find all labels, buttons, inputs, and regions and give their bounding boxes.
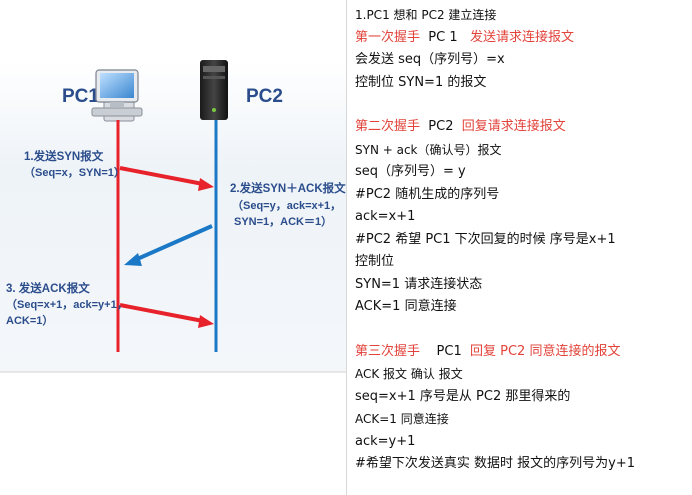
step1-title: 1.发送SYN报文 (24, 149, 104, 163)
second-line-0: SYN + ack（确认号）报文 (355, 142, 502, 157)
intro-line: 1.PC1 想和 PC2 建立连接 (355, 8, 497, 22)
step2-detail-2: SYN=1，ACK＝1） (234, 215, 332, 228)
third-heading-a: 第三次握手 (355, 343, 421, 359)
second-heading-b: PC2 (428, 119, 454, 134)
diagram-background (0, 60, 346, 372)
column-divider (346, 0, 347, 495)
second-line-6: SYN=1 请求连接状态 (355, 276, 483, 292)
step3-title: 3. 发送ACK报文 (6, 281, 90, 295)
first-line-1: 控制位 SYN=1 的报文 (355, 74, 487, 90)
second-line-4: #PC2 希望 PC1 下次回复的时候 序号是x+1 (355, 231, 616, 247)
third-heading-c: 回复 PC2 同意连接的报文 (470, 343, 621, 359)
first-heading-c: 发送请求连接报文 (470, 29, 575, 45)
step2-detail-1: （Seq=y，ack=x+1， (232, 199, 341, 212)
step3-detail-2: ACK=1） (6, 314, 53, 327)
third-line-1: seq=x+1 序号是从 PC2 那里得来的 (355, 388, 571, 404)
second-line-2: #PC2 随机生成的序列号 (355, 186, 500, 202)
second-line-3: ack=x+1 (355, 209, 416, 224)
step3-detail-1: （Seq=x+1，ack=y+1， (6, 298, 128, 311)
syn-ack-arrow (124, 224, 213, 266)
server-tower-icon (200, 60, 228, 120)
third-line-4: #希望下次发送真实 数据时 报文的序列号为y+1 (355, 456, 636, 471)
syn-arrow (119, 166, 214, 191)
third-line-0: ACK 报文 确认 报文 (355, 367, 463, 381)
second-line-7: ACK=1 同意连接 (355, 299, 457, 314)
first-handshake-heading: 第一次握手 PC 1 发送请求连接报文 (355, 27, 687, 50)
second-line-5: 控制位 (355, 254, 395, 269)
second-heading-c: 回复请求连接报文 (461, 119, 566, 134)
third-line-3: ack=y+1 (355, 433, 416, 449)
third-heading-b: PC1 (436, 343, 462, 359)
pc1-label: PC1 (62, 86, 99, 107)
desktop-computer-icon (91, 69, 143, 122)
first-heading-a: 第一次握手 (355, 29, 421, 45)
tcp-handshake-diagram: PC1 PC2 1.发送SYN报文 （Seq=x，SYN=1） 2.发送SYN＋… (0, 60, 346, 373)
first-line-0: 会发送 seq（序列号）=x (355, 52, 505, 67)
second-handshake-heading: 第二次握手 PC2 回复请求连接报文 (355, 116, 687, 139)
ack-arrow (119, 303, 214, 328)
step1-detail: （Seq=x，SYN=1） (24, 166, 125, 179)
third-handshake-heading: 第三次握手 PC1 回复 PC2 同意连接的报文 (355, 341, 687, 364)
third-line-2: ACK=1 同意连接 (355, 412, 449, 426)
second-line-1: seq（序列号）= y (355, 164, 466, 179)
step2-title: 2.发送SYN＋ACK报文 (230, 181, 346, 195)
second-heading-a: 第二次握手 (355, 119, 421, 134)
first-heading-b: PC 1 (428, 29, 458, 45)
handshake-notes: 1.PC1 想和 PC2 建立连接 第一次握手 PC 1 发送请求连接报文 会发… (355, 4, 687, 476)
pc2-label: PC2 (246, 86, 283, 107)
